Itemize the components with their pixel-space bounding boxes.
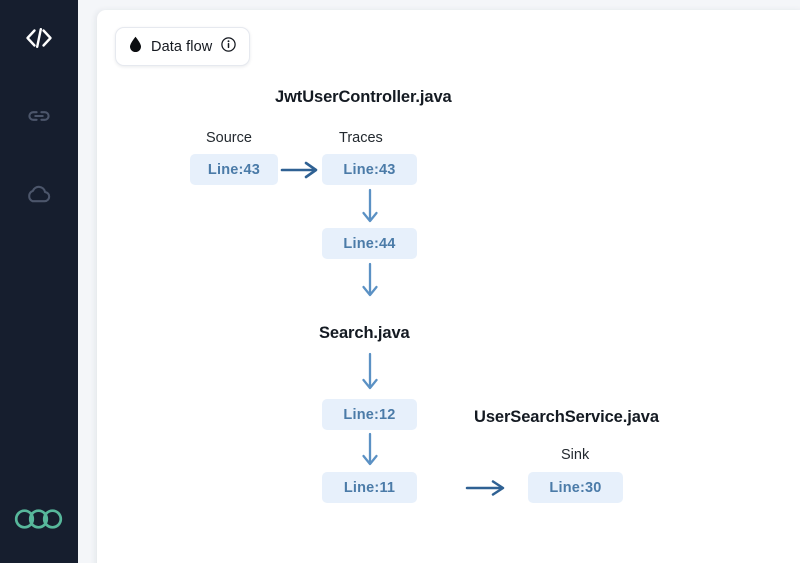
file-title-jwtusercontroller: JwtUserController.java	[275, 88, 452, 106]
node-traces-line-43[interactable]: Line:43	[322, 154, 417, 185]
sidebar-item-code[interactable]	[16, 17, 62, 63]
content-card: Data flow JwtUserController.java Search.…	[97, 10, 800, 563]
sidebar-item-cloud[interactable]	[16, 173, 62, 219]
edge-line11-to-sink-arrow	[465, 480, 505, 496]
data-flow-chip-label: Data flow	[151, 38, 213, 55]
link-icon	[24, 104, 54, 133]
droplet-icon	[129, 36, 142, 57]
code-icon	[24, 26, 54, 55]
data-flow-chip[interactable]: Data flow	[115, 27, 251, 66]
node-traces-line-12[interactable]: Line:12	[322, 399, 417, 430]
sidebar-logo[interactable]	[0, 508, 78, 535]
three-circles-logo	[13, 508, 65, 535]
column-label-traces: Traces	[339, 130, 383, 146]
edge-source-to-traces-arrow	[280, 161, 318, 179]
column-label-source: Source	[206, 130, 252, 146]
file-title-search: Search.java	[319, 324, 410, 342]
sidebar-item-link[interactable]	[16, 95, 62, 141]
node-sink-line-30[interactable]: Line:30	[528, 472, 623, 503]
sidebar	[0, 0, 78, 563]
cloud-icon	[23, 181, 55, 212]
file-title-usersearchservice: UserSearchService.java	[474, 408, 659, 426]
edge-search-to-line12-arrow	[362, 352, 378, 390]
edge-line43-to-line44-arrow	[362, 188, 378, 223]
edge-line44-to-search-arrow	[362, 262, 378, 297]
node-traces-line-44[interactable]: Line:44	[322, 228, 417, 259]
info-circle-icon[interactable]	[221, 36, 237, 57]
node-source-line-43[interactable]: Line:43	[190, 154, 278, 185]
node-traces-line-11[interactable]: Line:11	[322, 472, 417, 503]
edge-line12-to-line11-arrow	[362, 432, 378, 466]
column-label-sink: Sink	[561, 447, 590, 463]
